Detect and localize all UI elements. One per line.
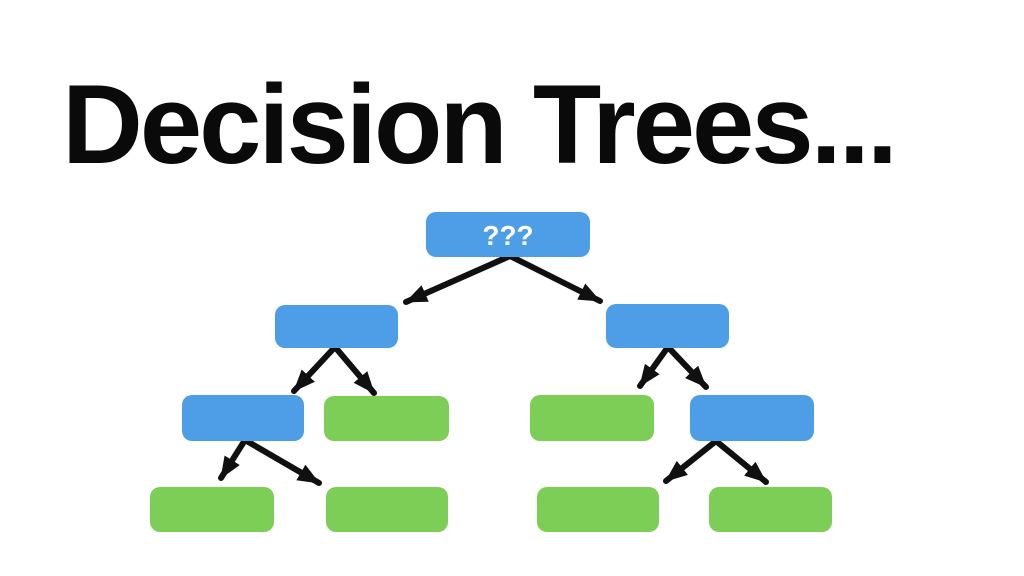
tree-node-l2-right-decision: [606, 304, 729, 348]
edge-arrow-l2-right-to-l3-4: [665, 344, 709, 390]
edge-arrow-l3-4-to-l4-3: [663, 438, 719, 484]
tree-node-l4-3-leaf: [537, 487, 659, 532]
edge-arrow-l2-left-to-l3-1: [291, 344, 338, 394]
page-title: Decision Trees...: [62, 62, 898, 187]
edge-arrow-l2-right-to-l3-3: [637, 344, 671, 389]
tree-node-l3-2-leaf: [324, 396, 449, 441]
edge-arrow-l2-left-to-l3-2: [332, 344, 377, 396]
tree-node-l3-1-decision: [182, 395, 304, 441]
edge-arrow-l3-4-to-l4-4: [713, 438, 769, 485]
edge-arrow-l3-1-to-l4-1: [218, 437, 248, 481]
tree-node-l4-4-leaf: [709, 487, 832, 532]
tree-node-l4-2-leaf: [326, 487, 448, 532]
nodes-layer: ???: [150, 212, 832, 532]
tree-node-l4-1-leaf: [150, 487, 274, 532]
tree-node-label-root: ???: [482, 220, 533, 251]
edge-arrow-root-to-l2-left: [403, 253, 513, 305]
tree-node-l3-4-decision: [690, 395, 814, 441]
edge-arrow-l3-1-to-l4-2: [242, 437, 322, 486]
tree-node-l2-left-decision: [275, 305, 398, 348]
tree-node-l3-3-leaf: [530, 395, 654, 441]
edges-layer: [218, 253, 769, 486]
tree-node-root-decision: [426, 212, 590, 257]
edge-arrow-root-to-l2-right: [507, 253, 603, 304]
